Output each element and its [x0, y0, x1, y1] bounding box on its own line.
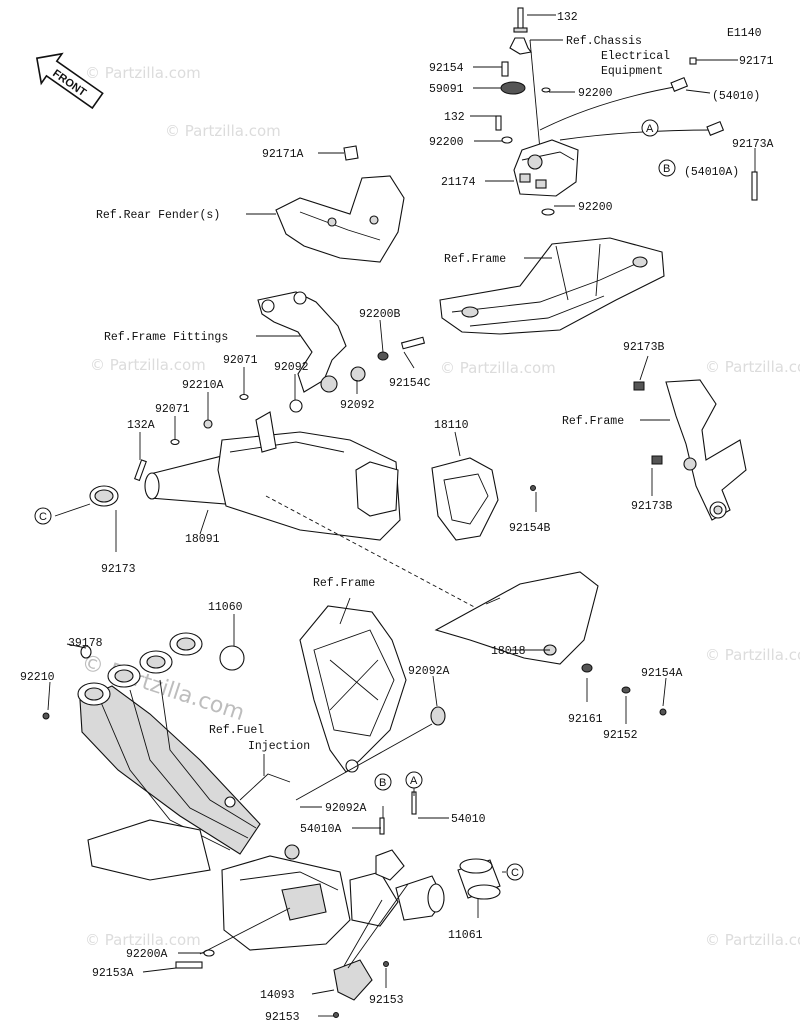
- part-label: 92200B: [359, 308, 401, 321]
- ref-label: Ref.Frame: [562, 415, 624, 428]
- part-label: 11061: [448, 929, 483, 942]
- part-label: 21174: [441, 176, 476, 189]
- part-label: 92154C: [389, 377, 431, 390]
- callout-c-label: C: [39, 511, 47, 523]
- watermark: © Partzilla.com: [705, 358, 800, 376]
- sleeve-11061: [457, 858, 501, 900]
- part-label: (54010A): [684, 166, 739, 179]
- part-label: 92200A: [126, 948, 168, 961]
- part-label: 92154: [429, 62, 464, 75]
- watermark: © Partzilla.com: [85, 931, 201, 949]
- heat-shield-18018: [434, 571, 667, 716]
- part-label: 92171A: [262, 148, 304, 161]
- part-label: 14093: [260, 989, 295, 1002]
- ref-label: Ref.Chassis: [566, 35, 642, 48]
- watermark: © Partzilla.com: [165, 122, 281, 140]
- part-label: 132: [557, 11, 578, 24]
- callout-a2-circle: [405, 771, 423, 789]
- part-label: 18110: [434, 419, 469, 432]
- servo-assembly: [495, 7, 758, 216]
- callouts: A B C B A C: [34, 119, 676, 881]
- ref-label: Ref.Fuel: [209, 724, 264, 737]
- callout-b2-label: B: [379, 777, 386, 789]
- silencer-assembly: [89, 411, 541, 643]
- callout-c-circle: [34, 507, 52, 525]
- watermark: © Partzilla.com: [440, 359, 556, 377]
- part-label: 132A: [127, 419, 155, 432]
- part-label: 92071: [155, 403, 190, 416]
- part-label: 92200: [429, 136, 464, 149]
- ref-label: Injection: [248, 740, 310, 753]
- part-label: 59091: [429, 83, 464, 96]
- part-label: 92092: [340, 399, 375, 412]
- part-label: 92092A: [408, 665, 450, 678]
- part-label: 18091: [185, 533, 220, 546]
- part-label: 92071: [223, 354, 258, 367]
- watermark: © Partzilla.com: [705, 931, 800, 949]
- part-label: 92173B: [631, 500, 673, 513]
- silencer-cover-18110: [431, 457, 536, 541]
- part-label: 92210: [20, 671, 55, 684]
- watermark: © Partzilla.com: [85, 64, 201, 82]
- frame-middle: [299, 605, 446, 773]
- diagram-code: E1140: [727, 27, 762, 40]
- watermark: © Partzilla.com: [90, 356, 206, 374]
- frame-upper: [439, 237, 665, 335]
- part-label: 92092: [274, 361, 309, 374]
- part-label: 92153A: [92, 967, 134, 980]
- callout-a-circle: [641, 119, 659, 137]
- callout-b-label: B: [663, 163, 670, 175]
- part-label: (54010): [712, 90, 760, 103]
- ref-label: Equipment: [601, 65, 663, 78]
- part-label: 92173: [101, 563, 136, 576]
- part-label: 18018: [491, 645, 526, 658]
- callout-c2-circle: [506, 863, 524, 881]
- part-label: 92200: [578, 201, 613, 214]
- part-label: 92210A: [182, 379, 224, 392]
- part-label: 39178: [68, 637, 103, 650]
- part-label: 92153: [369, 994, 404, 1007]
- labels: 132 Ref.Chassis Electrical Equipment 921…: [20, 11, 774, 1024]
- part-label: 92152: [603, 729, 638, 742]
- part-label: 92153: [265, 1011, 300, 1024]
- callout-c2-label: C: [511, 867, 519, 879]
- part-label: 92173B: [623, 341, 665, 354]
- part-label: 92161: [568, 713, 603, 726]
- part-label: 54010: [451, 813, 486, 826]
- part-label: 54010A: [300, 823, 342, 836]
- part-label: 92154A: [641, 667, 683, 680]
- callout-b-circle: [658, 159, 676, 177]
- ref-label: Ref.Frame: [313, 577, 375, 590]
- part-label: 92092A: [325, 802, 367, 815]
- part-label: 92173A: [732, 138, 774, 151]
- ref-label: Electrical: [601, 50, 670, 63]
- part-label: 132: [444, 111, 465, 124]
- part-label: 92200: [578, 87, 613, 100]
- callout-b2-circle: [374, 773, 392, 791]
- callout-a2-label: A: [410, 775, 418, 787]
- leader-lines: [47, 14, 756, 1017]
- exhaust-headers: [42, 632, 261, 881]
- right-frame-bracket: [633, 379, 747, 521]
- part-label: 92171: [739, 55, 774, 68]
- callout-a-label: A: [646, 123, 654, 135]
- watermark: © Partzilla.com: [705, 646, 800, 664]
- ref-label: Ref.Rear Fender(s): [96, 209, 220, 222]
- ref-label: Ref.Frame: [444, 253, 506, 266]
- part-label: 11060: [208, 601, 243, 614]
- part-label: 92154B: [509, 522, 551, 535]
- ref-label: Ref.Frame Fittings: [104, 331, 228, 344]
- rear-fender: [275, 145, 405, 263]
- gasket-11060: [219, 645, 245, 671]
